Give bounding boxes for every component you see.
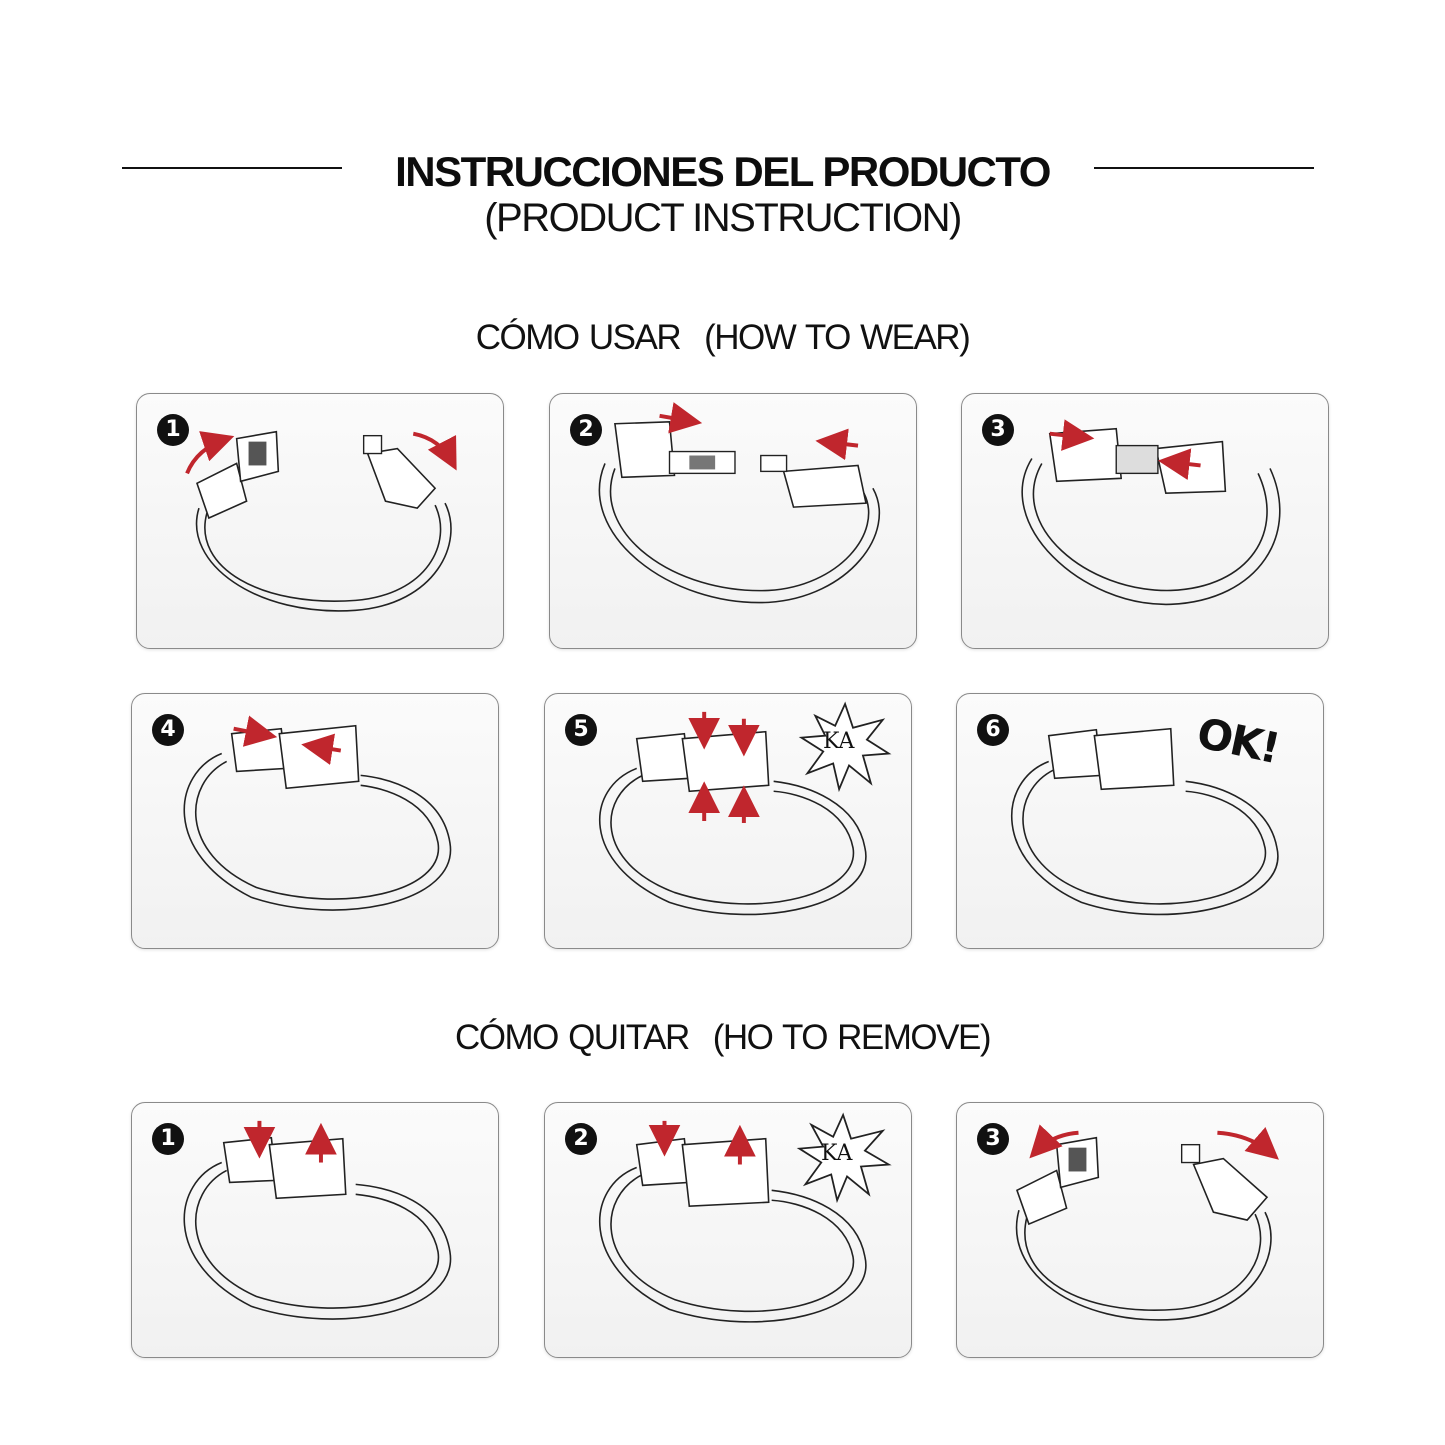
bracelet-press-release-illustration <box>183 1120 452 1320</box>
section-heading-remove: CÓMO QUITAR (HO TO REMOVE) <box>0 1018 1445 1058</box>
step-number-badge: 2 <box>570 414 602 446</box>
section-heading-wear: CÓMO USAR (HOW TO WEAR) <box>0 318 1445 358</box>
wear-step-1-panel: 1 <box>136 393 504 649</box>
wear-step-4-panel: 4 <box>131 693 499 949</box>
bracelet-connectors-approach-illustration <box>598 402 881 604</box>
section-wear-label-es: CÓMO USAR <box>475 318 682 357</box>
title-rule-right <box>1094 167 1314 169</box>
step-number-badge: 3 <box>977 1123 1009 1155</box>
section-wear-label-en: (HOW TO WEAR) <box>704 318 971 357</box>
remove-step-3-panel: 3 <box>956 1102 1324 1358</box>
remove-step-1-panel: 1 <box>131 1102 499 1358</box>
step-number-badge: 3 <box>982 414 1014 446</box>
bracelet-open-illustration <box>185 430 457 612</box>
wear-step-5-panel: 5 KA <box>544 693 912 949</box>
step-number-badge: 2 <box>565 1123 597 1155</box>
click-sound-label: KA <box>821 1141 853 1166</box>
click-sound-label: KA <box>823 729 855 754</box>
step-number-badge: 6 <box>977 714 1009 746</box>
bracelet-unclick-illustration <box>598 1112 892 1323</box>
wear-step-3-panel: 3 <box>961 393 1329 649</box>
step-number-badge: 1 <box>157 414 189 446</box>
step-number-badge: 5 <box>565 714 597 746</box>
bracelet-connectors-joining-illustration <box>1021 419 1281 606</box>
bracelet-closed-illustration <box>1010 727 1279 916</box>
wear-step-2-panel: 2 <box>549 393 917 649</box>
bracelet-opened-illustration <box>1015 1124 1279 1321</box>
wear-step-6-panel: 6 OK! <box>956 693 1324 949</box>
remove-step-2-panel: 2 KA <box>544 1102 912 1358</box>
bracelet-click-illustration <box>598 701 892 916</box>
bracelet-sliding-connectors-illustration <box>183 715 452 911</box>
step-number-badge: 1 <box>152 1123 184 1155</box>
page-title: INSTRUCCIONES DEL PRODUCTO <box>395 148 1051 195</box>
section-remove-label-en: (HO TO REMOVE) <box>712 1018 992 1057</box>
page-subtitle: (PRODUCT INSTRUCTION) <box>484 196 962 240</box>
section-remove-label-es: CÓMO QUITAR <box>454 1018 690 1057</box>
step-number-badge: 4 <box>152 714 184 746</box>
title-rule-left <box>122 167 342 169</box>
